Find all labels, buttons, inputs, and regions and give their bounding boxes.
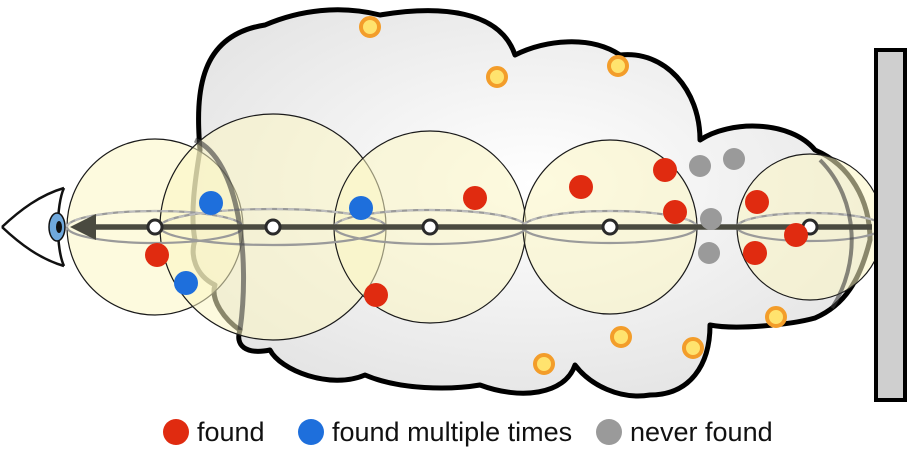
medium-particles	[359, 16, 787, 375]
never-found-point	[700, 208, 722, 230]
found-multiple-point	[349, 196, 373, 220]
ray-sample-point	[601, 218, 619, 236]
found-point	[745, 190, 769, 214]
found-point	[784, 223, 808, 247]
legend-label-found: found	[197, 416, 265, 447]
found-points	[145, 158, 808, 307]
legend: found found multiple times never found	[0, 412, 920, 452]
legend-item-found: found	[163, 412, 265, 452]
ray-sample-point	[264, 218, 282, 236]
medium-particle	[682, 337, 704, 359]
legend-item-found-multiple: found multiple times	[298, 412, 572, 452]
found-point	[364, 283, 388, 307]
shadow-arc	[818, 158, 854, 310]
never-found-point	[689, 155, 711, 177]
legend-label-found-multiple: found multiple times	[332, 416, 573, 447]
found-multiple-point	[199, 191, 223, 215]
medium-particle	[607, 55, 629, 77]
found-point	[145, 243, 169, 267]
medium-particle	[533, 353, 555, 375]
found-point	[569, 175, 593, 199]
found-swatch-icon	[163, 419, 189, 445]
found-multiple-swatch-icon	[298, 419, 324, 445]
shadow-arc	[193, 137, 246, 331]
found-point	[463, 186, 487, 210]
found-point	[663, 200, 687, 224]
found-multiple-point	[174, 271, 198, 295]
never-found-point	[723, 148, 745, 170]
sphere-equators-back	[66, 208, 884, 228]
ray-sample-point	[421, 218, 439, 236]
medium-particle	[610, 326, 632, 348]
eye-icon	[1, 186, 66, 268]
never-found-point	[698, 242, 720, 264]
camera-ray	[70, 214, 872, 240]
never-found-points	[689, 148, 745, 264]
legend-label-never-found: never found	[630, 416, 773, 447]
legend-item-never-found: never found	[596, 412, 773, 452]
found-point	[743, 241, 767, 265]
found-point	[653, 158, 677, 182]
medium-particle	[765, 306, 787, 328]
ray-sample-point	[146, 218, 164, 236]
found-multiple-points	[174, 191, 373, 295]
never-found-swatch-icon	[596, 419, 622, 445]
medium-particle	[486, 66, 508, 88]
medium-particle	[359, 16, 381, 38]
screen-plane	[874, 48, 907, 402]
